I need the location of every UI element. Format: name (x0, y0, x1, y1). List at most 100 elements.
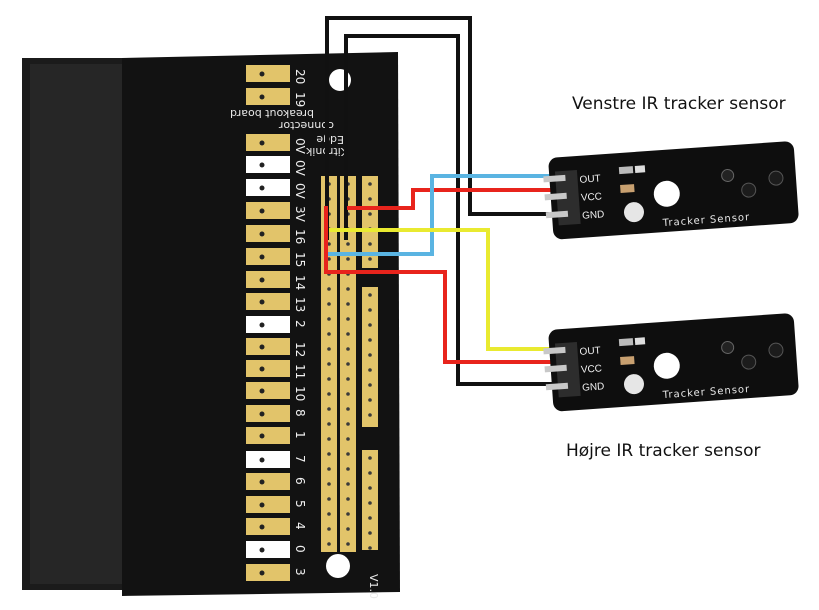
strip-hole (327, 467, 331, 471)
pin-pad (246, 179, 290, 196)
strip-hole (327, 257, 331, 261)
strip-hole (368, 338, 372, 342)
pin-pad (246, 496, 290, 513)
strip-hole (368, 413, 372, 417)
pin-label: 12 (293, 342, 307, 357)
strip-hole (327, 347, 331, 351)
smd-led (634, 337, 646, 345)
smd-led (634, 165, 646, 173)
pin-pad (246, 338, 290, 355)
pin-pad (246, 405, 290, 422)
strip (362, 287, 378, 427)
pad-hole (259, 502, 265, 508)
pin-pad (246, 248, 290, 265)
pin-label-vcc: VCC (581, 191, 603, 203)
strip-hole (368, 308, 372, 312)
strip-hole (368, 516, 372, 520)
pin-pad (246, 202, 290, 219)
strip-hole (346, 362, 350, 366)
pad-hole (259, 208, 265, 214)
pin-label-vcc: VCC (581, 363, 603, 375)
pin-label: 1 (293, 431, 307, 439)
pin-pad (246, 225, 290, 242)
pin-pad (246, 541, 290, 558)
pin-label: 2 (293, 320, 307, 328)
bolt-hole (653, 352, 680, 379)
pin-label: 3 (293, 568, 307, 576)
strip-hole (368, 383, 372, 387)
pin-label: 14 (293, 275, 307, 290)
strip-hole (368, 546, 372, 550)
pad-hole (259, 140, 265, 146)
strip-hole (327, 242, 331, 246)
pad-hole (259, 162, 265, 168)
pin-label: 11 (293, 364, 307, 379)
pad-hole (259, 457, 265, 463)
strip-hole (327, 392, 331, 396)
mounting-hole (326, 554, 350, 578)
pin-pad (246, 156, 290, 173)
pin-label-out: OUT (579, 345, 601, 357)
strip-hole (327, 302, 331, 306)
strip-hole (346, 317, 350, 321)
pin-label: 7 (293, 455, 307, 463)
pin-label: 16 (293, 229, 307, 244)
pin-label: 10 (293, 386, 307, 401)
pin-label: 15 (293, 252, 307, 267)
strip-hole (327, 407, 331, 411)
blue-wire (328, 174, 560, 256)
strip-hole (327, 497, 331, 501)
potentiometer (623, 374, 644, 395)
pin-pad (246, 451, 290, 468)
strip-hole (368, 323, 372, 327)
pad-hole (259, 547, 265, 553)
pad-hole (259, 299, 265, 305)
version-label: V1.0 (367, 574, 380, 599)
pin-pad (246, 293, 290, 310)
strip-hole (346, 242, 350, 246)
strip-hole (368, 368, 372, 372)
strip-hole (368, 212, 372, 216)
pin-pad (246, 88, 290, 105)
pin-label-gnd: GND (582, 381, 605, 394)
strip-hole (346, 482, 350, 486)
strip-hole (368, 501, 372, 505)
pad-hole (259, 570, 265, 576)
strip-hole (346, 452, 350, 456)
pin-label: 8 (293, 409, 307, 417)
strip-hole (346, 467, 350, 471)
strip-hole (346, 497, 350, 501)
strip-hole (327, 437, 331, 441)
pin-label-gnd: GND (582, 209, 605, 222)
ir-receiver (768, 342, 784, 358)
smd-capacitor (620, 356, 635, 366)
strip-hole (346, 302, 350, 306)
strip-hole (346, 287, 350, 291)
strip-hole (346, 542, 350, 546)
pin-label: 13 (293, 297, 307, 312)
strip-hole (346, 257, 350, 261)
strip (362, 450, 378, 550)
pad-hole (259, 254, 265, 260)
strip-hole (327, 527, 331, 531)
strip-hole (368, 353, 372, 357)
pin-label-out: OUT (579, 173, 601, 185)
pin-pad (246, 518, 290, 535)
sensor-top: OUT VCC GND Tracker Sensor (543, 141, 799, 240)
breadboard-strips (321, 176, 378, 552)
pin-pad (246, 65, 290, 82)
strip-hole (346, 407, 350, 411)
strip-hole (346, 377, 350, 381)
header-pins (543, 174, 569, 219)
strip-hole (327, 512, 331, 516)
pin-pad (246, 473, 290, 490)
sensor-top-caption: Venstre IR tracker sensor (572, 94, 786, 114)
pin-pad (246, 316, 290, 333)
pin-label: 3V (293, 206, 307, 223)
strip-hole (368, 531, 372, 535)
pin-label: 4 (293, 522, 307, 530)
strip-hole (327, 317, 331, 321)
strip-hole (368, 257, 372, 261)
pin-pads (246, 65, 290, 581)
